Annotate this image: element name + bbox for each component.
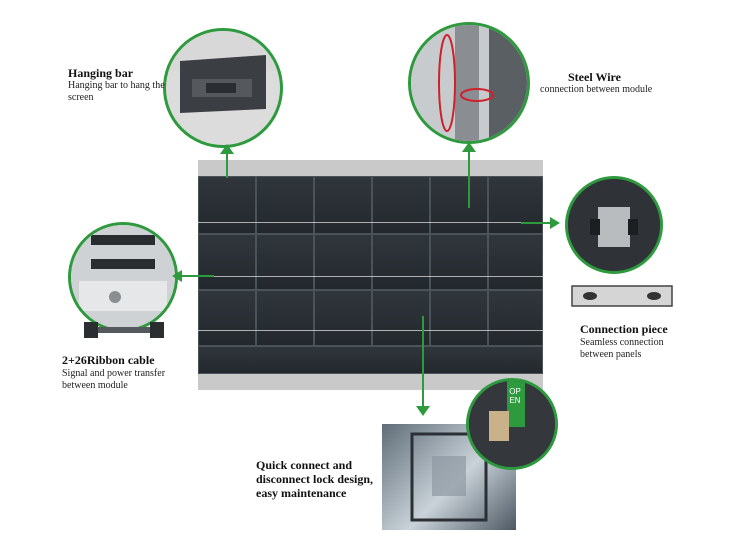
hanging-bar-arrow [226,150,228,178]
panel [372,176,430,234]
steel-wire-desc: connection between module [540,84,653,95]
steel-wire-title: Steel Wire [568,70,621,84]
panel [256,290,314,346]
module-back-icon [410,432,488,522]
panel [256,234,314,290]
led-screen [198,160,543,390]
top-frame [198,160,543,176]
ribbon-cable-connector-icon [84,322,164,338]
connection-piece-title: Connection piece [580,322,668,336]
quick-lock-arrow [422,316,424,408]
open-tag: OPEN [509,387,521,405]
connection-piece-icon [568,179,660,271]
hanging-bar-title: Hanging bar [68,66,134,80]
steel-wire-arrow [468,150,470,208]
panel [198,234,256,290]
ribbon-cable-icon [71,225,175,329]
arrow-up-icon [220,144,234,154]
hanging-bar-desc: Hanging bar to hang the screen [68,80,165,103]
panel [198,290,256,346]
hanging-bar-icon [166,31,280,113]
panel [488,290,543,346]
panel [314,234,372,290]
panel [314,176,372,234]
panel [372,290,430,346]
panel-grid [198,176,543,374]
panel [430,290,488,346]
panel [198,346,543,374]
arrow-left-icon [172,270,182,282]
panel [314,290,372,346]
seam-line [198,222,543,223]
steel-wire-icon [411,25,527,141]
connection-piece-photo [565,176,663,274]
quick-connect-title: Quick connect and disconnect lock design… [256,458,374,500]
panel [488,234,543,290]
bottom-frame [198,374,543,390]
connection-arrow [521,222,551,224]
panel [430,234,488,290]
panel [256,176,314,234]
hanging-bar-photo [163,28,283,148]
seam-line [198,330,543,331]
lock-handle-icon [469,381,555,467]
ribbon-cable-photo [68,222,178,332]
open-lock-photo: OPEN [466,378,558,470]
arrow-right-icon [550,217,560,229]
connection-bracket-icon [571,285,673,307]
arrow-up-icon [462,142,476,152]
connection-piece-desc: Seamless connection between panels [580,337,664,360]
arrow-down-icon [416,406,430,416]
panel [430,176,488,234]
ribbon-cable-title: 2+26Ribbon cable [62,353,155,367]
panel [488,176,543,234]
seam-line [198,276,543,277]
ribbon-cable-desc: Signal and power transfer between module [62,368,166,391]
panel [198,176,256,234]
ribbon-arrow [180,275,214,277]
steel-wire-photo [408,22,530,144]
panel [372,234,430,290]
